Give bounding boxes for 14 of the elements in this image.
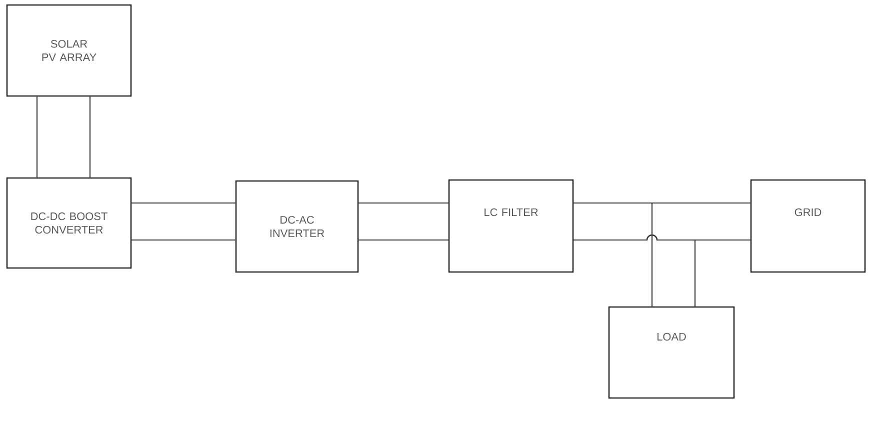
connector-line (132, 239, 236, 241)
connector-line (574, 202, 653, 306)
block-box: LOAD (608, 306, 735, 399)
connector-line (132, 202, 236, 204)
block-box: DC-AC INVERTER (235, 180, 359, 273)
connector-line (89, 96, 91, 178)
block-box: LC FILTER (448, 179, 574, 273)
block-box: DC-DC BOOST CONVERTER (6, 177, 132, 269)
block-box: SOLAR PV ARRAY (6, 4, 132, 97)
connector-line (36, 96, 38, 178)
connector-line (358, 239, 448, 241)
block-box: GRID (750, 179, 866, 273)
connector-line (574, 234, 696, 306)
connector-line (358, 202, 448, 204)
